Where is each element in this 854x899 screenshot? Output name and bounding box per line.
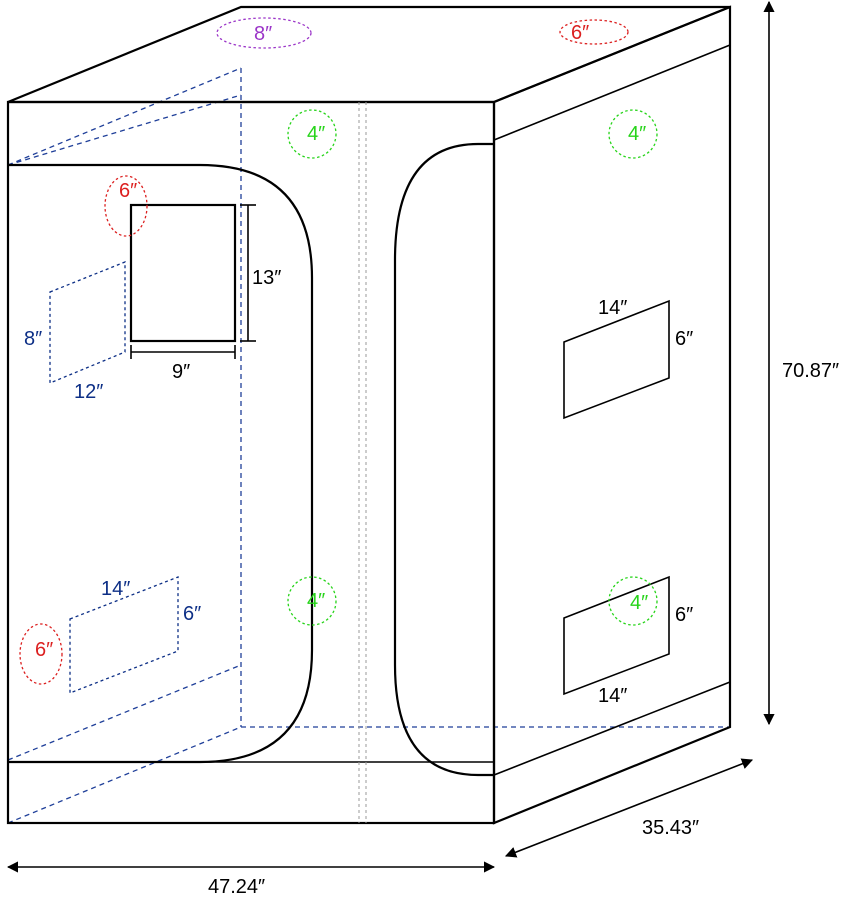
- depth-dimension-label: 35.43″: [642, 817, 699, 839]
- side-face: [492, 5, 732, 825]
- side-bottom-4in-port: [608, 576, 658, 626]
- window-corner-6in-port: [104, 175, 148, 237]
- top-8in-port: [216, 17, 312, 49]
- upper-vent-height-label: 8″: [24, 328, 42, 350]
- front-bottom-left-6in-port: [19, 623, 63, 685]
- lower-vent-height-label: 6″: [183, 603, 201, 625]
- front-window: [129, 203, 237, 343]
- lower-vent-width-label: 14″: [101, 578, 130, 600]
- side-top-panel-line: [493, 44, 731, 141]
- top-6in-port: [559, 19, 629, 45]
- front-bottom-4in-port-label: 4″: [307, 590, 325, 612]
- duct-ports: 8″ 6″ 4″ 4″ 6″ 6″ 4″ 4″: [19, 17, 658, 685]
- side-upper-vent: [563, 299, 670, 420]
- side-top-4in-port: [608, 109, 658, 159]
- overall-dimensions: 47.24″ 35.43″ 70.87″: [6, 0, 839, 898]
- hidden-left-wall-top-line: [7, 94, 242, 166]
- side-vents: 14″ 6″ 6″ 14″: [563, 297, 693, 707]
- upper-left-vent: [49, 261, 126, 384]
- side-upper-vent-height-label: 6″: [675, 328, 693, 350]
- left-door-panel: [8, 163, 314, 764]
- hidden-edges: [7, 67, 730, 824]
- side-top-4in-port-label: 4″: [628, 123, 646, 145]
- window-width-label: 9″: [172, 361, 190, 383]
- right-door-panel: [393, 142, 494, 777]
- side-upper-vent-width-label: 14″: [598, 297, 627, 319]
- hidden-top-diagonal-edge: [7, 67, 242, 166]
- front-vents: 8″ 12″ 14″ 6″: [24, 261, 201, 694]
- top-6in-port-label: 6″: [571, 22, 589, 44]
- front-top-4in-port: [287, 109, 337, 159]
- front-window-group: 13″ 9″: [129, 203, 281, 383]
- width-dimension-label: 47.24″: [208, 876, 265, 898]
- lower-left-vent: [69, 576, 179, 694]
- side-bottom-4in-port-label: 4″: [630, 592, 648, 614]
- front-face: [6, 100, 496, 825]
- front-bottom-4in-port: [287, 576, 337, 626]
- upper-vent-width-label: 12″: [74, 381, 103, 403]
- window-height-label: 13″: [252, 267, 281, 289]
- side-lower-vent: [563, 575, 670, 696]
- depth-dimension-arrow: [504, 758, 754, 858]
- tent-body: [6, 5, 732, 825]
- side-lower-vent-height-label: 6″: [675, 604, 693, 626]
- front-top-4in-port-label: 4″: [307, 123, 325, 145]
- height-dimension-label: 70.87″: [782, 360, 839, 382]
- hidden-left-wall-bottom-line: [7, 664, 242, 761]
- hidden-bottom-diagonal-edge: [7, 726, 242, 824]
- side-lower-vent-width-label: 14″: [598, 685, 627, 707]
- top-8in-port-label: 8″: [254, 23, 272, 45]
- front-bottom-left-6in-port-label: 6″: [35, 639, 53, 661]
- window-corner-6in-port-label: 6″: [119, 180, 137, 202]
